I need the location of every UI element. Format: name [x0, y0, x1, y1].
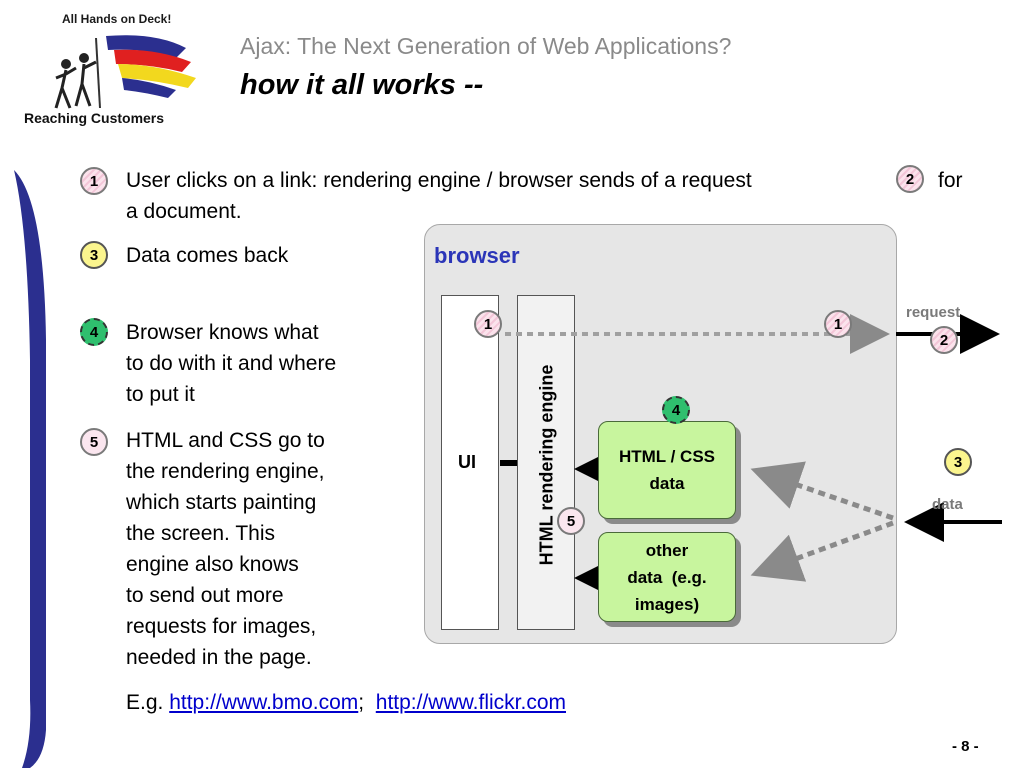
data-to-other-arrow [750, 520, 894, 582]
marker-data-3: 3 [944, 448, 972, 476]
example-separator: ; [358, 691, 365, 714]
html-css-data-box: HTML / CSS data [598, 421, 736, 519]
marker-5: 5 [557, 507, 585, 535]
logo-tagline: All Hands on Deck! [62, 12, 172, 26]
html-css-line1: HTML / CSS [618, 447, 716, 466]
bullet-5-line: to send out more [126, 584, 284, 607]
bullet-number-1: 1 [80, 167, 108, 195]
bullet-5-line: requests for images, [126, 615, 317, 638]
bullet-number-3: 3 [80, 241, 108, 269]
bullet-number-4: 4 [80, 318, 108, 346]
bullet-5-line: which starts painting [126, 491, 317, 514]
bullet-1-line2: a document. [126, 200, 242, 223]
data-to-htmlcss-arrow [750, 461, 894, 521]
bullet-5-text: HTML and CSS go to the rendering engine,… [126, 425, 325, 673]
bullet-5-line: engine also knows [126, 553, 299, 576]
link-bmo[interactable]: http://www.bmo.com [169, 691, 359, 714]
bullet-1-inline-number: 2 [896, 165, 924, 193]
marker-request-1: 1 [824, 310, 852, 338]
marker-request-2: 2 [930, 326, 958, 354]
bullet-1-line1-end: for [938, 169, 963, 192]
bullet-1-line1: User clicks on a link: rendering engine … [126, 169, 752, 192]
bullet-5-line: the screen. This [126, 522, 276, 545]
other-line1: other [645, 540, 689, 560]
example-line: E.g. http://www.bmo.com; http://www.flic… [126, 687, 566, 718]
bullet-4-line: to do with it and where [126, 352, 337, 375]
bullet-5-line: needed in the page. [126, 646, 312, 669]
side-decoration [14, 170, 46, 768]
logo-caption: Reaching Customers [24, 110, 165, 126]
bullet-4-text: Browser knows what to do with it and whe… [126, 317, 336, 410]
html-css-line2: data [649, 474, 685, 493]
bullet-3-text: Data comes back [126, 244, 289, 267]
marker-ui-1: 1 [474, 310, 502, 338]
other-data-box: other data (e.g. images) [598, 532, 736, 622]
other-line3: images) [634, 594, 700, 614]
bullet-4-line: Browser knows what [126, 321, 319, 344]
slide-subtitle: Ajax: The Next Generation of Web Applica… [240, 33, 732, 59]
logo-icon [54, 35, 196, 109]
bullet-5-line: the rendering engine, [126, 460, 325, 483]
other-line2: data (e.g. [627, 567, 707, 587]
page-number: - 8 - [952, 738, 979, 755]
bullet-5-line: HTML and CSS go to [126, 429, 325, 452]
bullet-number-5: 5 [80, 428, 108, 456]
bullet-4-line: to put it [126, 383, 195, 406]
example-prefix: E.g. [126, 691, 164, 714]
slide-title: how it all works -- [240, 69, 484, 101]
data-label: data [932, 496, 963, 513]
link-flickr[interactable]: http://www.flickr.com [375, 691, 566, 714]
ui-label: UI [458, 452, 476, 472]
browser-label: browser [434, 243, 520, 268]
marker-4: 4 [662, 396, 690, 424]
request-label: request [906, 304, 961, 321]
ui-panel [441, 295, 499, 630]
